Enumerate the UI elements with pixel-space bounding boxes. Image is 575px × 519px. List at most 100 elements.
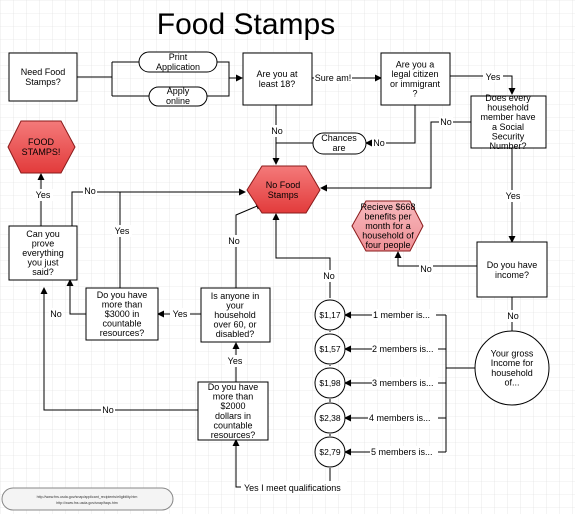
receive-line-5: four people	[365, 240, 410, 250]
edge-prove-nofood	[71, 191, 120, 226]
no-prove-bg	[83, 185, 97, 197]
no-ssn-label: No	[440, 117, 452, 127]
yes-over60-label: Yes	[173, 309, 188, 319]
ssn-line-2: household	[487, 103, 529, 113]
yes-citizen-label: Yes	[486, 72, 501, 82]
print-application-node	[138, 51, 218, 73]
receive-benefits-node	[351, 200, 424, 252]
prove-line-1: Can you	[26, 229, 60, 239]
member-4-label: 4 members is...	[369, 413, 431, 423]
citizen-line-2: legal citizen	[391, 69, 438, 79]
over60-line-2: your	[226, 300, 244, 310]
food-stamps-line-2: STAMPS!	[22, 147, 61, 157]
age-line-1: Are you at	[256, 69, 298, 79]
limit-circle-2	[314, 333, 346, 365]
receive-line-2: benefits per	[364, 211, 411, 221]
prove-line-2: prove	[32, 238, 55, 248]
apply-line-2: online	[166, 96, 190, 106]
no-2000-bg	[101, 404, 115, 416]
more2000-line-1: Do you have	[208, 382, 259, 392]
chances-are-node	[312, 132, 367, 155]
edge-2000-prove	[40, 287, 198, 411]
more2000-line-3: $2000	[220, 401, 245, 411]
member-2-bg	[372, 343, 438, 355]
no-over60-label: No	[228, 236, 240, 246]
reference-link-1[interactable]: http://www.fns.usda.gov/snap/applicant_r…	[37, 495, 138, 499]
resources-3000-node	[85, 287, 159, 341]
member-1-bg	[372, 309, 436, 321]
no-age-label: No	[271, 126, 283, 136]
gross-line-1: Your gross	[491, 349, 534, 359]
reference-link-2[interactable]: http://www.fns.usda.gov/snap/faqs.htm	[56, 501, 118, 505]
ssn-question-node	[470, 95, 547, 149]
need-line-2: Stamps?	[25, 77, 61, 87]
no-c1-bg	[322, 270, 336, 282]
over60-line-1: Is anyone in	[211, 291, 260, 301]
citizen-line-4: ?	[412, 88, 417, 98]
no-food-line-1: No Food	[266, 180, 301, 190]
qualify-bg	[241, 481, 347, 494]
member-3-label: 3 members is...	[372, 378, 434, 388]
more2000-line-5: countable	[213, 420, 252, 430]
member-3-bg	[372, 377, 438, 389]
income-line-1: Do you have	[487, 260, 538, 270]
yes-2000-bg	[225, 355, 245, 367]
yes-resources-label: Yes	[115, 226, 130, 236]
no-ssn-bg	[439, 116, 453, 128]
edge-income-receive	[394, 251, 477, 267]
prove-line-3: everything	[22, 248, 64, 258]
no-chances-bg	[372, 137, 386, 149]
chances-line-1: Chances	[321, 133, 357, 143]
resources-line-1: Do you have	[97, 290, 148, 300]
citizen-line-1: Are you a	[396, 60, 435, 70]
resources-line-5: resources?	[100, 328, 145, 338]
yes-2000-label: Yes	[228, 356, 243, 366]
no-food-stamps-node	[246, 165, 321, 214]
limit-circle-1-label: $1,17	[319, 310, 341, 320]
yes-ssn-bg	[503, 190, 523, 202]
no-age-bg	[270, 125, 284, 137]
chances-line-2: are	[332, 143, 345, 153]
ssn-line-1: Does every	[485, 93, 531, 103]
resources-line-4: countable	[102, 319, 141, 329]
no-income-bg	[419, 263, 433, 275]
income-question-node	[476, 241, 548, 298]
sure-am-label: Sure am!	[315, 73, 352, 83]
food-stamps-approved-node	[7, 120, 76, 174]
sure-label-bg	[314, 71, 352, 84]
no-gross-bg	[506, 310, 520, 322]
prove-question-node	[8, 225, 78, 281]
edge-labels: Sure am! Yes No No No Yes No No No Yes Y…	[33, 70, 523, 494]
yes-prove-bg	[33, 189, 53, 201]
resources-2000-node	[197, 381, 269, 441]
print-line-1: Print	[169, 52, 188, 62]
age-question-node	[242, 52, 313, 106]
age-line-2: least 18?	[259, 79, 296, 89]
page-title: Food Stamps	[157, 8, 335, 41]
more2000-line-2: more than	[213, 392, 254, 402]
food-stamps-line-1: FOOD	[28, 137, 54, 147]
no-food-line-2: Stamps	[268, 190, 299, 200]
edge-resources-prove	[66, 279, 86, 315]
citizen-line-3: or immigrant	[390, 79, 441, 89]
print-line-2: Application	[156, 62, 200, 72]
reference-links-box	[1, 487, 174, 511]
more2000-line-6: resources?	[211, 430, 256, 440]
edge-citizen-ssn	[450, 75, 516, 95]
prove-line-4: you just	[27, 258, 59, 268]
apply-line-1: Apply	[167, 86, 190, 96]
apply-online-node	[148, 86, 208, 107]
limit-circle-5-label: $2,79	[319, 447, 341, 457]
no-income-label: No	[420, 264, 432, 274]
member-5-bg	[370, 446, 438, 458]
